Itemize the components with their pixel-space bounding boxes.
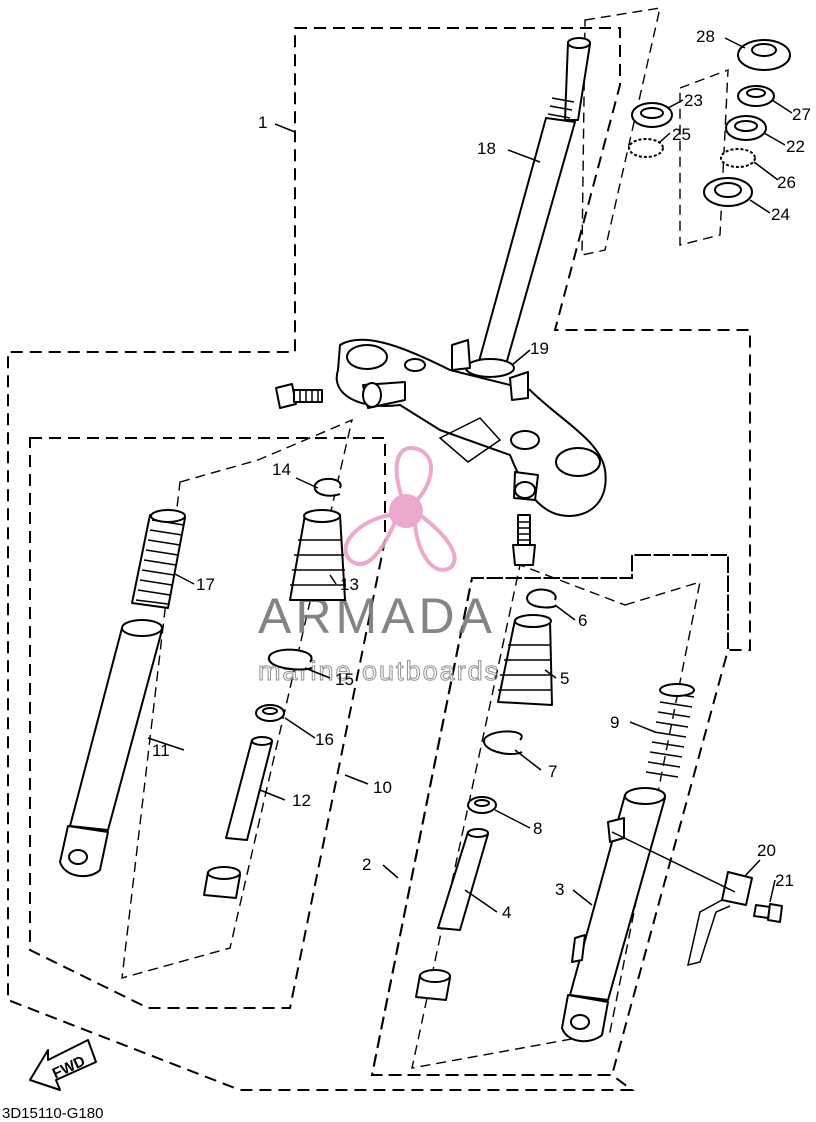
- ring-nut-27: [737, 85, 775, 107]
- callout-16: 16: [315, 730, 334, 749]
- damper-group-left: [121, 418, 353, 979]
- bolt-left: [275, 383, 323, 409]
- bolt-right: [512, 514, 536, 566]
- callout-7: 7: [548, 762, 557, 781]
- bearing-race-24: [703, 177, 753, 207]
- callout-28: 28: [696, 27, 715, 46]
- callout-17: 17: [196, 575, 215, 594]
- callout-23: 23: [684, 91, 703, 110]
- callout-11: 11: [152, 741, 170, 760]
- bearing-race-28: [737, 39, 791, 71]
- steering-shaft: [465, 37, 591, 378]
- spring-9: [645, 683, 695, 778]
- circlip-14: [313, 477, 342, 497]
- callout-26: 26: [777, 173, 796, 192]
- diagram-code: 3D15110-G180: [2, 1105, 103, 1122]
- damper-tube-3: [561, 787, 666, 1043]
- callout-9: 9: [610, 713, 619, 732]
- rod-4: [437, 828, 489, 931]
- bearing-race-22: [725, 115, 767, 141]
- callout-21: 21: [775, 871, 794, 890]
- steering-bearing-group-right: [679, 68, 729, 246]
- bushing-left: [203, 866, 241, 899]
- callout-8: 8: [533, 819, 542, 838]
- callout-2: 2: [362, 855, 371, 874]
- leader-lines: [147, 37, 793, 913]
- fwd-arrow-icon: FWD: [29, 1039, 97, 1091]
- bushing-right: [415, 969, 451, 1001]
- callout-3: 3: [555, 880, 564, 899]
- bolt-21: [753, 903, 783, 923]
- callout-labels: 1 2 3 4 5 6 7 8 9 10 11 12 13 14 15 16 1…: [152, 27, 811, 922]
- assembly-1-boundary: [7, 27, 751, 1091]
- oil-seal-8: [467, 796, 497, 814]
- boot-5: [497, 614, 553, 706]
- callout-12: 12: [292, 791, 311, 810]
- callout-24: 24: [771, 205, 790, 224]
- callout-5: 5: [560, 669, 569, 688]
- steering-bearing-group-left: [581, 7, 661, 256]
- callout-27: 27: [792, 105, 811, 124]
- callout-1: 1: [258, 113, 267, 132]
- circlip-6: [526, 588, 557, 609]
- bracket-20: [686, 871, 753, 967]
- assembly-2-boundary: [370, 554, 729, 1076]
- callout-18: 18: [477, 139, 496, 158]
- callout-19: 19: [530, 339, 549, 358]
- ball-bearing-26: [720, 148, 756, 168]
- under-bracket: [335, 338, 607, 517]
- spring-17: [131, 509, 186, 609]
- bearing-race-23: [631, 102, 673, 128]
- boot-13: [289, 509, 346, 601]
- ball-bearing-25: [628, 138, 664, 158]
- callout-13: 13: [340, 575, 359, 594]
- oil-seal-16: [255, 704, 285, 722]
- callout-10: 10: [373, 778, 392, 797]
- damper-group-right: [411, 564, 701, 1069]
- callout-25: 25: [672, 125, 691, 144]
- circlip-15: [267, 648, 313, 671]
- callout-14: 14: [272, 460, 291, 479]
- callout-22: 22: [786, 137, 805, 156]
- rod-12: [225, 736, 273, 841]
- circlip-7: [483, 730, 523, 756]
- callout-4: 4: [502, 903, 511, 922]
- assembly-10-boundary: [29, 437, 386, 1009]
- callout-20: 20: [757, 841, 776, 860]
- callout-15: 15: [335, 670, 354, 689]
- damper-tube-11: [59, 619, 163, 878]
- callout-6: 6: [578, 611, 587, 630]
- propeller-icon: [343, 446, 457, 572]
